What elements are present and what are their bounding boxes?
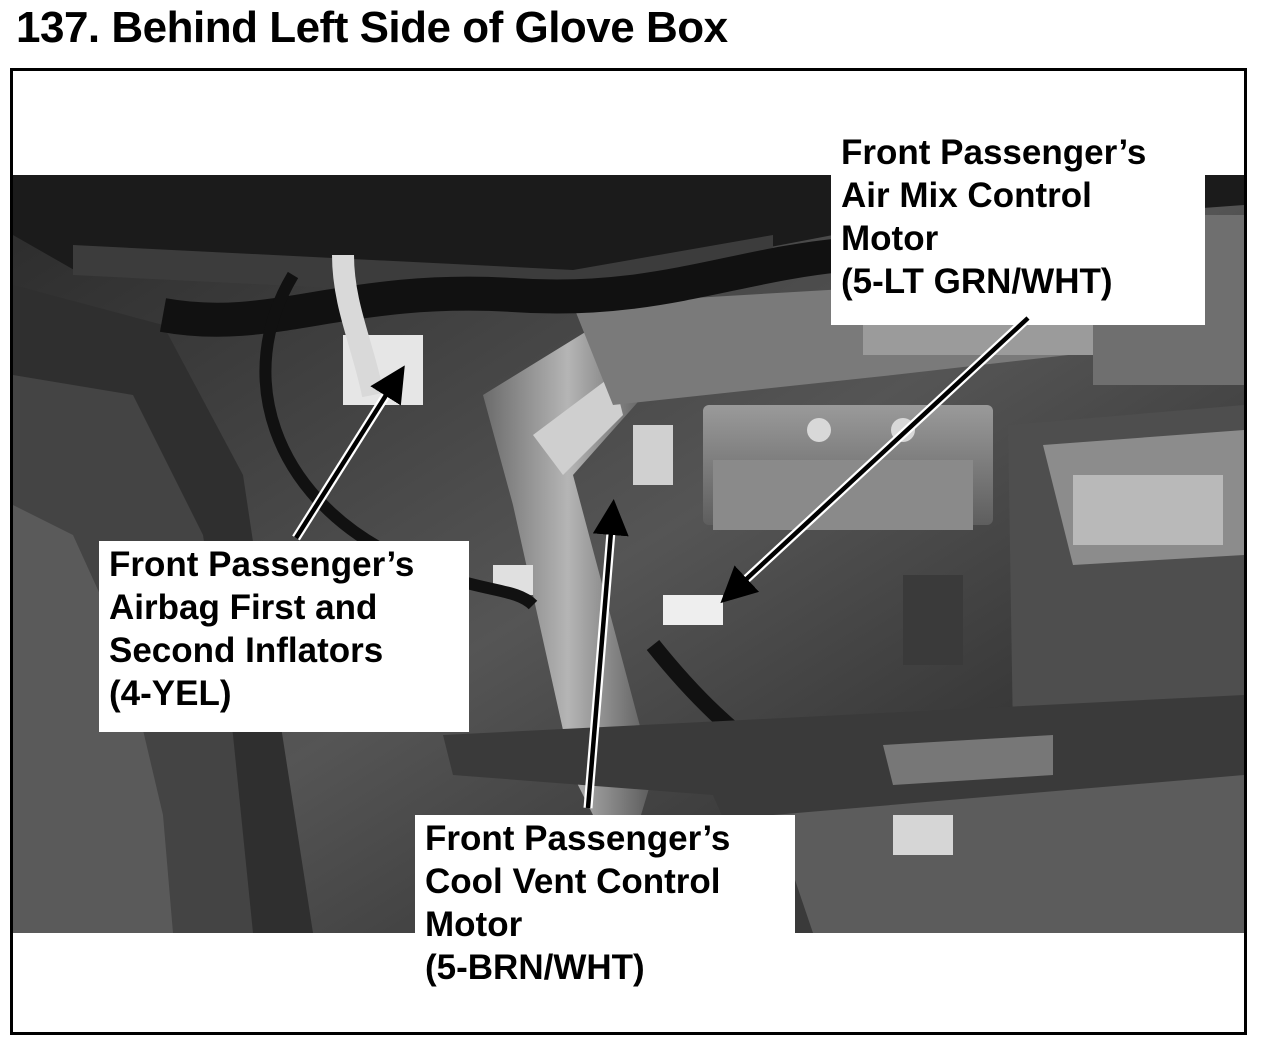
callout-airbag-inflators: Front Passenger’s Airbag First and Secon… [99, 541, 469, 732]
callout-air-mix-control-motor: Front Passenger’s Air Mix Control Motor … [831, 129, 1205, 325]
figure-title: 137. Behind Left Side of Glove Box [16, 3, 728, 52]
callout-cool-vent-control-motor: Front Passenger’s Cool Vent Control Moto… [415, 815, 795, 991]
figure-frame: Front Passenger’s Air Mix Control Motor … [10, 68, 1247, 1035]
